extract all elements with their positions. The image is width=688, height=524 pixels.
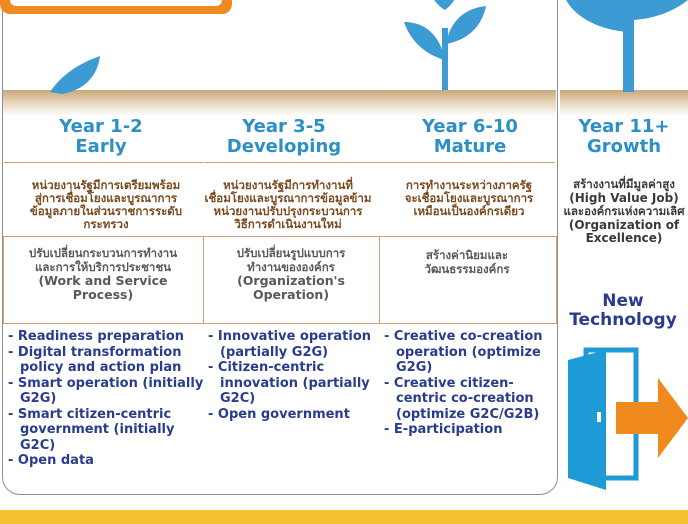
seed-drop-icon xyxy=(50,56,100,94)
list-item: - Citizen-centric innovation (partially … xyxy=(208,360,370,406)
goal-line: กระทรวง xyxy=(83,217,129,231)
ground-strip xyxy=(3,90,556,116)
stage-2-items: - Innovative operation (partially G2G) -… xyxy=(208,329,380,422)
list-item: - E-participation xyxy=(384,422,503,437)
list-item: - Smart citizen-centric government (init… xyxy=(8,406,175,453)
list-item: - Readiness preparation xyxy=(8,329,185,344)
goal-line: และองค์กรแห่งความเลิศ xyxy=(563,204,685,218)
goal-line: เหมือนเป็นองค์กรเดียว xyxy=(413,204,525,218)
goal-line: ข้อมูลภายในส่วนราชการระดับ xyxy=(29,204,183,218)
stage-3-name: Mature xyxy=(433,136,507,157)
stage-1-year: Year 1-2 xyxy=(59,116,143,137)
stage-2-year: Year 3-5 xyxy=(242,116,326,137)
stage-4-name: Growth xyxy=(586,136,662,157)
stage-3-year: Year 6-10 xyxy=(422,116,518,137)
goal-line: (High Value Job) xyxy=(569,190,679,205)
transformation-line: วัฒนธรรมองค์กร xyxy=(424,261,510,276)
growth-illustration xyxy=(50,0,688,94)
stage-2-transformation-box xyxy=(203,236,381,324)
transformation-line: และการให้บริการประชาชน xyxy=(34,259,172,274)
goal-line: หน่วยงานรัฐมีการเตรียมพร้อม xyxy=(31,178,181,192)
new-technology-line: New xyxy=(602,291,644,311)
transformation-line: Process) xyxy=(72,287,134,302)
bottom-yellow-bar xyxy=(0,510,688,524)
goal-line: การทำงานระหว่างภาครัฐ xyxy=(405,178,533,192)
list-item: - Creative co-creation operation (optimi… xyxy=(384,329,543,375)
list-item: - Creative citizen-centric co-creation (… xyxy=(384,375,540,422)
door-arrow-icon xyxy=(568,347,688,490)
list-item: - Digital transformation policy and acti… xyxy=(8,344,182,376)
list-item: - Open data xyxy=(8,453,94,468)
transformation-line: (Organization's xyxy=(237,273,345,288)
goal-line: Excellence) xyxy=(585,231,663,245)
stage-4-year: Year 11+ xyxy=(578,116,670,137)
stage-2-transformation: ปรับเปลี่ยนรูปแบบการ ทำงานขององค์กร (Org… xyxy=(205,246,377,302)
stage-3-transformation: สร้างค่านิยมและ วัฒนธรรมองค์กร xyxy=(381,248,553,276)
transformation-line: (Work and Service xyxy=(38,273,168,288)
goal-line: จะเชื่อมโยงและบูรณาการ xyxy=(404,191,534,205)
stage-1-transformation: ปรับเปลี่ยนกระบวนการทำงาน และการให้บริกา… xyxy=(6,246,200,302)
small-tree-icon xyxy=(404,0,486,90)
stage-2-goal: หน่วยงานรัฐมีการทำงานที่ เชื่อมโยงและบูร… xyxy=(190,179,386,231)
top-bar-inner xyxy=(10,0,222,6)
list-item: - Open government xyxy=(208,406,350,422)
goal-line: หน่วยงานรัฐมีการทำงานที่ xyxy=(223,178,353,192)
stage-1-items: - Readiness preparation - Digital transf… xyxy=(8,329,204,469)
transformation-line: ทำงานขององค์กร xyxy=(247,259,335,274)
stage-3-separator xyxy=(381,162,555,163)
stage-3-transformation-box xyxy=(379,236,557,324)
goal-line: (Organization of xyxy=(568,217,680,232)
transformation-line: สร้างค่านิยมและ xyxy=(425,248,509,262)
goal-line: หน่วยงานปรับปรุงกระบวนการ xyxy=(213,204,363,218)
goal-line: วิธีการดำเนินงานใหม่ xyxy=(234,217,342,231)
stage-2-name: Developing xyxy=(226,136,342,157)
new-technology-label: New Technology xyxy=(568,292,678,330)
stage-1-name: Early xyxy=(75,136,127,157)
transformation-line: ปรับเปลี่ยนรูปแบบการ xyxy=(236,246,346,260)
stage-1-separator xyxy=(4,162,204,163)
ground-strip-right xyxy=(560,90,688,116)
goal-line: สร้างงานที่มีมูลค่าสูง xyxy=(573,177,675,191)
goal-line: เชื่อมโยงและบูรณาการข้อมูลข้าม xyxy=(204,191,372,205)
stage-2-separator xyxy=(205,162,381,163)
goal-line: สู่การเชื่อมโยงและบูรณาการ xyxy=(34,191,178,205)
transformation-line: Operation) xyxy=(252,287,330,302)
stage-3-goal: การทำงานระหว่างภาครัฐ จะเชื่อมโยงและบูรณ… xyxy=(380,179,558,218)
new-technology-line: Technology xyxy=(569,310,677,330)
roadmap-frame xyxy=(2,0,558,495)
list-item: - Smart operation (initially G2G) xyxy=(8,375,204,407)
stage-3-items: - Creative co-creation operation (optimi… xyxy=(384,329,556,438)
list-item: - Innovative operation (partially G2G) xyxy=(208,329,372,360)
stage-1-goal: หน่วยงานรัฐมีการเตรียมพร้อม สู่การเชื่อม… xyxy=(3,179,209,231)
transformation-line: ปรับเปลี่ยนกระบวนการทำงาน xyxy=(28,246,178,260)
large-tree-icon xyxy=(566,0,688,92)
stage-1-transformation-box xyxy=(3,236,205,324)
stage-4-goal: สร้างงานที่มีมูลค่าสูง (High Value Job) … xyxy=(560,177,688,246)
